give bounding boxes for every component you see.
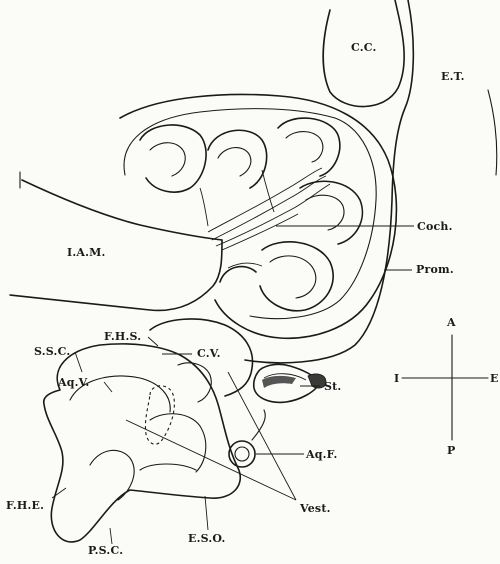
label-fhs: F.H.S. [104, 330, 141, 343]
cochlear-turns-upper [140, 118, 362, 244]
label-aqf: Aq.F. [305, 448, 338, 461]
label-cv: C.V. [197, 347, 221, 360]
label-fhe: F.H.E. [6, 499, 44, 512]
canal-inner-loop-4 [140, 464, 196, 470]
compass-left-label: I [394, 372, 399, 385]
stapes [254, 364, 326, 402]
internal-acoustic-meatus-upper [22, 180, 222, 240]
leader-lines [52, 226, 414, 544]
compass-right-label: E [490, 372, 499, 385]
label-et: E.T. [441, 70, 465, 83]
label-psc: P.S.C. [88, 544, 123, 557]
eustachian-tube-inner [488, 90, 497, 175]
label-vest: Vest. [299, 502, 331, 515]
label-aqv: Aq.V. [57, 376, 90, 389]
orientation-compass [402, 335, 488, 440]
canal-inner-loop-2 [90, 450, 134, 500]
label-cc: C.C. [351, 41, 377, 54]
compass-top-label: A [446, 316, 456, 329]
cochlear-turns-lower [220, 242, 333, 311]
vestibule-inner-curve [178, 363, 211, 402]
cochlea-inner-frame [124, 109, 376, 319]
label-ssc: S.S.C. [34, 345, 70, 358]
label-st: St. [324, 380, 341, 393]
internal-acoustic-meatus-lower [10, 240, 222, 310]
label-coch: Coch. [417, 220, 453, 233]
label-iam: I.A.M. [67, 246, 106, 259]
semicircular-canals-outline [44, 344, 241, 542]
compass-bottom-label: P [447, 444, 455, 457]
label-prom: Prom. [416, 263, 454, 276]
label-eso: E.S.O. [188, 532, 226, 545]
